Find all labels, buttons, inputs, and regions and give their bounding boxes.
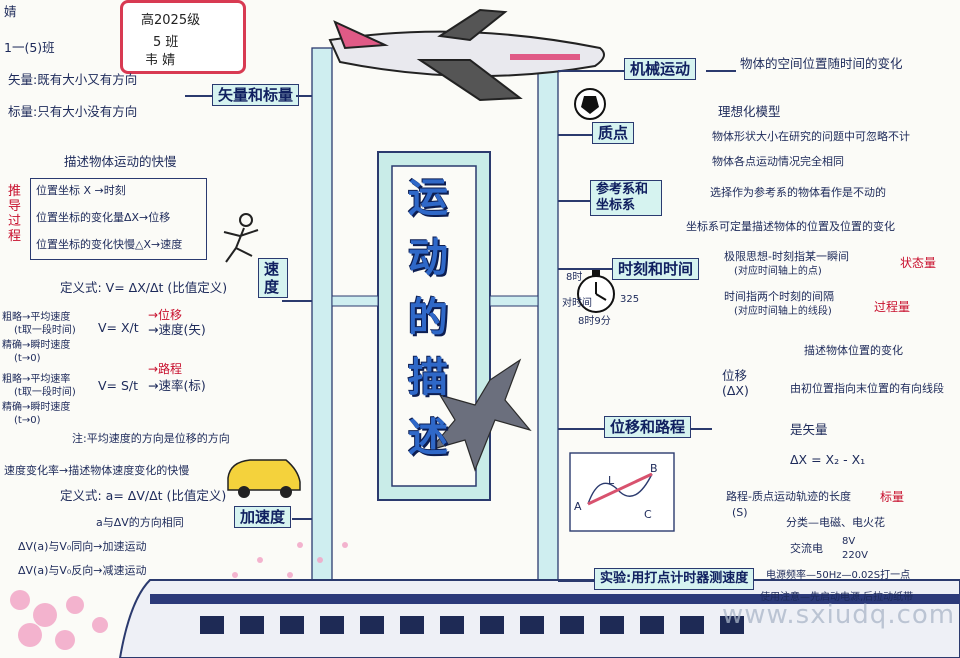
avg-speed-2: (t取一段时间) — [14, 387, 76, 398]
mech-desc: 物体的空间位置随时间的变化 — [740, 56, 903, 71]
speed-formula: 定义式: V= ΔX/Δt (比值定义) — [60, 280, 228, 295]
exp-item-4: 220V — [842, 550, 868, 561]
avg-velocity-2: (t取一段时间) — [14, 325, 76, 336]
chain-3: 位置坐标的变化快慢△X→速度 — [36, 238, 183, 251]
particle-topic: 质点 — [592, 122, 635, 144]
path-sym: (S) — [732, 506, 748, 519]
title-char: 运 — [408, 175, 448, 221]
velocity-tag: →位移 — [148, 308, 183, 322]
title-char: 的 — [408, 295, 448, 341]
left-rail — [311, 47, 333, 609]
time-tag-1: 状态量 — [900, 256, 937, 270]
clock-label-1: 8时 — [566, 272, 583, 283]
velocity-result: →速度(矢) — [148, 322, 206, 337]
particle-item-1: 物体形状大小在研究的问题中可忽略不计 — [712, 130, 910, 143]
chain-1: 位置坐标 X →时刻 — [36, 184, 126, 197]
velocity-note: 注:平均速度的方向是位移的方向 — [72, 432, 230, 445]
velocity-formula: V= X/t — [98, 320, 139, 335]
exp-item-5: 电源频率—50Hz—0.02S打一点 — [766, 570, 911, 581]
deduce-label: 推导过程 — [8, 184, 22, 244]
avg-speed-1: 粗略→平均速率 — [2, 374, 71, 385]
particle-item-2: 物体各点运动情况完全相同 — [712, 155, 844, 168]
diagram-label-l: L — [608, 474, 615, 487]
exp-item-6: 使用注意—先启动电源,后拉动纸带 — [760, 592, 914, 603]
diagram-label-a: A — [574, 500, 582, 513]
blossom-decoration — [10, 542, 348, 650]
class-top: 1一(5)班 — [4, 40, 55, 55]
speed-topic: 速度 — [258, 258, 288, 298]
clock-label-3: 325 — [620, 294, 640, 305]
class-text: 5 班 — [153, 35, 179, 50]
runner-icon — [223, 213, 259, 263]
acc-case-2: ΔV(a)与V₀反向→减速运动 — [18, 564, 147, 577]
student-id-card: 高2025级 5 班 韦 婧 — [120, 0, 246, 74]
scalar-def: 标量:只有大小没有方向 — [8, 104, 138, 119]
main-title: 运 动 的 描 述 — [401, 172, 455, 464]
title-char: 述 — [408, 415, 448, 461]
exp-item-3: 8V — [842, 536, 856, 547]
stopwatch-icon — [577, 270, 615, 313]
car-icon — [227, 459, 301, 498]
disp-label: 位移(ΔX) — [722, 368, 749, 398]
diagram-label-b: B — [650, 462, 658, 475]
ref-item-2: 坐标系可定量描述物体的位置及位置的变化 — [686, 220, 895, 233]
avg-velocity-4: (t→0) — [14, 353, 41, 364]
deduce-box — [30, 178, 207, 260]
grade-text: 高2025级 — [141, 13, 201, 28]
train-illustration — [118, 579, 960, 658]
time-topic: 时刻和时间 — [612, 258, 700, 280]
displacement-diagram — [569, 452, 675, 532]
avg-speed-3: 精确→瞬时速度 — [2, 402, 71, 413]
title-char: 描 — [408, 355, 448, 401]
vector-def: 矢量:既有大小又有方向 — [8, 72, 138, 87]
exp-topic: 实验:用打点计时器测速度 — [594, 568, 755, 590]
time-tag-2: 过程量 — [874, 300, 911, 314]
exp-item-2: 交流电 — [790, 542, 823, 555]
chain-2: 位置坐标的变化量ΔX→位移 — [36, 211, 171, 224]
mech-topic: 机械运动 — [624, 58, 697, 80]
vector-topic: 矢量和标量 — [212, 84, 300, 106]
clock-label-2: 对时间 — [562, 298, 592, 309]
path-label: 路程-质点运动轨迹的长度 — [726, 490, 851, 503]
disp-item-3: 是矢量 — [790, 422, 828, 437]
particle-model: 理想化模型 — [718, 104, 781, 119]
disp-item-2: 由初位置指向末位置的有向线段 — [790, 382, 944, 395]
acc-formula: 定义式: a= ΔV/Δt (比值定义) — [60, 488, 227, 503]
avg-velocity-3: 精确→瞬时速度 — [2, 340, 71, 351]
disp-topic: 位移和路程 — [604, 416, 692, 438]
name-text: 韦 婧 — [145, 53, 176, 68]
time-item-2: (对应时间轴上的点) — [734, 266, 822, 277]
speed-result: →速率(标) — [148, 378, 206, 393]
watermark: www.sxiudq.com — [722, 600, 956, 630]
acc-desc: 速度变化率→描述物体速度变化的快慢 — [4, 464, 190, 477]
speed-tag: →路程 — [148, 362, 183, 376]
soccer-ball-icon — [574, 88, 606, 120]
acc-dir: a与ΔV的方向相同 — [96, 516, 184, 529]
acc-case-1: ΔV(a)与V₀同向→加速运动 — [18, 540, 147, 553]
name-top: 婧 — [4, 4, 17, 19]
time-item-4: (对应时间轴上的线段) — [734, 306, 832, 317]
speed-desc: 描述物体运动的快慢 — [64, 154, 177, 169]
disp-item-1: 描述物体位置的变化 — [804, 344, 903, 357]
title-char: 动 — [408, 235, 448, 281]
time-item-1: 极限思想-时刻指某一瞬间 — [724, 250, 849, 263]
disp-item-4: ΔX = X₂ - X₁ — [790, 452, 866, 467]
diagram-label-c: C — [644, 508, 652, 521]
right-rail — [537, 47, 559, 609]
airplane-illustration — [328, 8, 605, 102]
speed-formula-2: V= S/t — [98, 378, 139, 393]
ref-item-1: 选择作为参考系的物体看作是不动的 — [710, 186, 886, 199]
avg-velocity-1: 粗略→平均速度 — [2, 312, 71, 323]
path-tag: 标量 — [880, 490, 905, 504]
ref-topic: 参考系和坐标系 — [590, 180, 662, 216]
eagle-illustration — [428, 358, 532, 472]
avg-speed-4: (t→0) — [14, 415, 41, 426]
time-item-3: 时间指两个时刻的间隔 — [724, 290, 834, 303]
acc-topic: 加速度 — [234, 506, 292, 528]
clock-label-4: 8时9分 — [578, 316, 611, 327]
exp-item-1: 分类—电磁、电火花 — [786, 516, 885, 529]
